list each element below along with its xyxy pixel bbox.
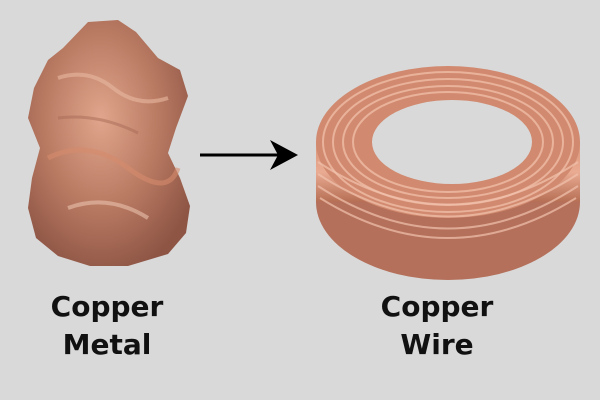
label-line2: Metal bbox=[62, 328, 152, 361]
label-line1: Copper bbox=[50, 290, 164, 323]
copper-nugget-image bbox=[28, 20, 190, 266]
right-arrow-icon bbox=[200, 140, 298, 170]
copper-wire-label: Copper Wire bbox=[337, 288, 537, 364]
copper-wire-coil-image bbox=[316, 66, 580, 280]
copper-metal-label: Copper Metal bbox=[7, 288, 207, 364]
label-line2: Wire bbox=[400, 328, 474, 361]
label-line1: Copper bbox=[380, 290, 494, 323]
